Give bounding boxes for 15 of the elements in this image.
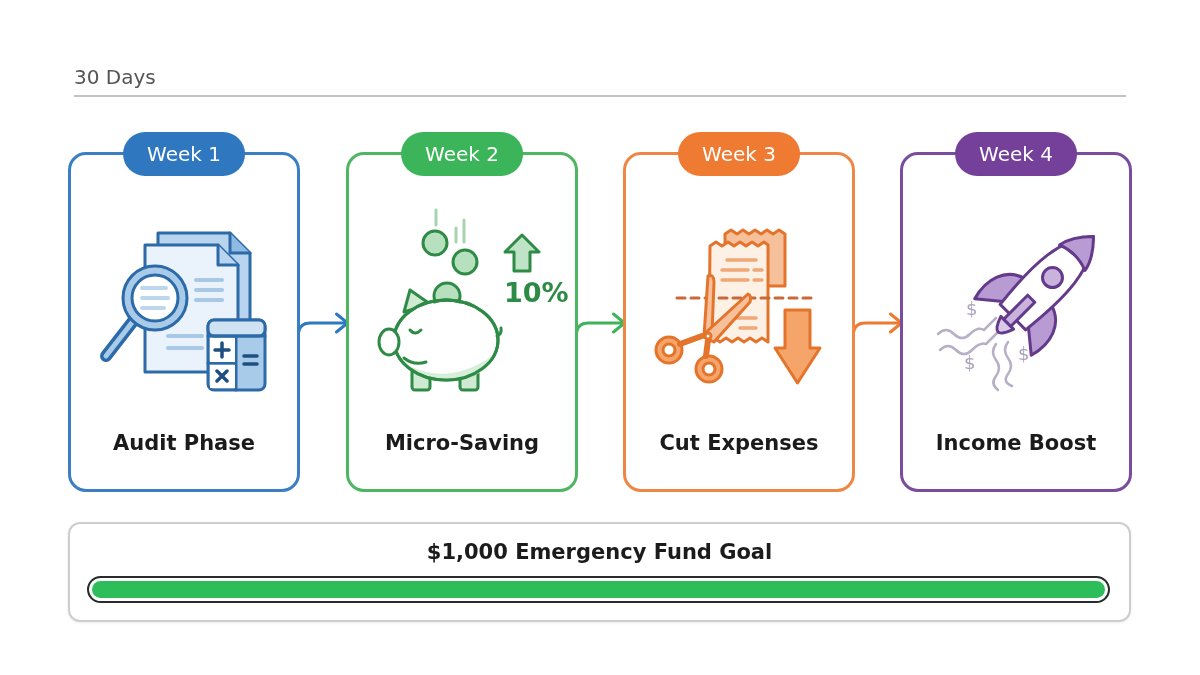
goal-panel [68, 522, 1131, 622]
week-badge: Week 1 [123, 132, 245, 176]
week-badge: Week 4 [955, 132, 1077, 176]
phase-title: Cut Expenses [659, 430, 819, 457]
percent-label: 10% [504, 278, 569, 308]
dollar-sign: $ [1018, 344, 1030, 364]
dollar-sign: $ [966, 299, 978, 319]
week-badge: Week 2 [401, 132, 523, 176]
dollar-sign: $ [964, 353, 976, 373]
timeline-heading: 30 Days [74, 64, 156, 90]
goal-title: $1,000 Emergency Fund Goal [426, 539, 773, 566]
phase-title: Income Boost [935, 430, 1097, 457]
week-badge: Week 3 [678, 132, 800, 176]
phase-title: Micro-Saving [384, 430, 540, 457]
phase-title: Audit Phase [112, 430, 255, 457]
